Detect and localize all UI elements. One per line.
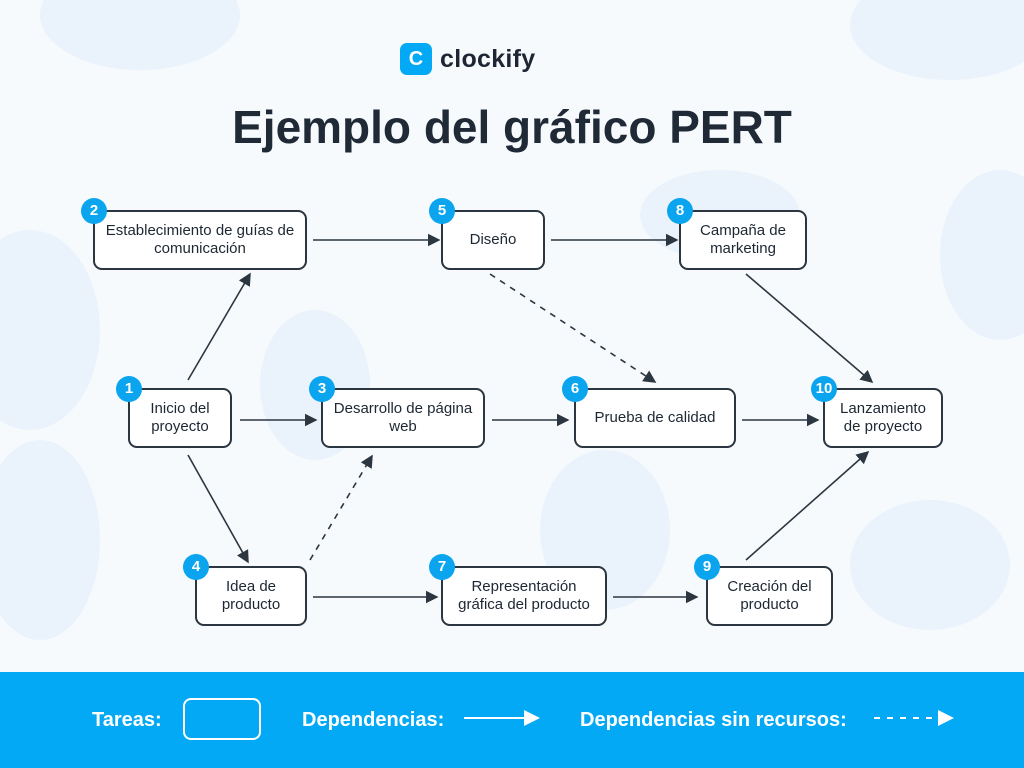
legend-dashed-arrow-icon — [874, 710, 954, 726]
legend-tasks-label: Tareas: — [92, 709, 162, 731]
task-number-badge: 4 — [183, 554, 209, 580]
task-label: Desarrollo de página web — [333, 400, 473, 435]
task-number-badge: 3 — [309, 376, 335, 402]
legend-task-box — [183, 698, 261, 740]
dependency-arrow-8-10 — [745, 273, 874, 384]
task-label: Inicio del proyecto — [150, 400, 210, 435]
dependency-arrow-1-4 — [187, 454, 249, 564]
task-label: Diseño — [469, 231, 517, 248]
legend-dependencies-label: Dependencias: — [302, 709, 445, 731]
dummy-dependency-arrow-4-3 — [309, 454, 373, 561]
clockify-logo-icon: C — [400, 43, 432, 75]
task-label: Idea de producto — [221, 578, 281, 613]
clockify-logo: C clockify — [400, 43, 536, 75]
task-number-badge: 2 — [81, 198, 107, 224]
background-blob — [0, 440, 100, 640]
task-number-badge: 10 — [811, 376, 837, 402]
task-label: Representación gráfica del producto — [458, 578, 590, 613]
dependency-arrow-1-2 — [187, 272, 251, 381]
page-title: Ejemplo del gráfico PERT — [232, 101, 792, 153]
legend-dummy-label: Dependencias sin recursos: — [580, 709, 847, 731]
task-label: Campaña de marketing — [700, 222, 786, 257]
task-label: Establecimiento de guías de comunicación — [105, 222, 295, 257]
task-number-badge: 1 — [116, 376, 142, 402]
task-number-badge: 5 — [429, 198, 455, 224]
dummy-dependency-arrow-5-6 — [489, 273, 657, 383]
task-label: Lanzamiento de proyecto — [840, 400, 926, 435]
task-number-badge: 9 — [694, 554, 720, 580]
dependency-arrow-9-10 — [745, 450, 870, 561]
legend-solid-arrow-icon — [464, 710, 540, 726]
task-label: Creación del producto — [727, 578, 812, 613]
task-number-badge: 8 — [667, 198, 693, 224]
task-number-badge: 7 — [429, 554, 455, 580]
brand-name: clockify — [440, 44, 536, 73]
legend-bar: Tareas: Dependencias: Dependencias sin r… — [0, 672, 1024, 768]
background-blob — [850, 500, 1010, 630]
task-label: Prueba de calidad — [594, 409, 716, 426]
task-number-badge: 6 — [562, 376, 588, 402]
